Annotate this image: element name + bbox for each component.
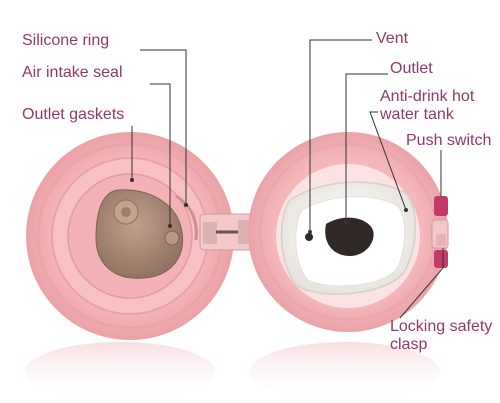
- label-anti-drink-line2: water tank: [380, 106, 454, 123]
- label-locking-safety-clasp: Locking safety clasp: [390, 318, 492, 354]
- label-air-intake-seal: Air intake seal: [22, 64, 123, 81]
- leader-vent: [309, 39, 372, 232]
- leader-anti-drink: [369, 111, 407, 211]
- label-outlet-gaskets: Outlet gaskets: [22, 106, 125, 123]
- outlet-opening: [325, 217, 374, 256]
- label-push-switch: Push switch: [406, 132, 492, 149]
- leader-outlet: [345, 73, 388, 222]
- label-outlet: Outlet: [390, 60, 433, 77]
- label-silicone-ring: Silicone ring: [22, 32, 110, 49]
- left-lid-reflection: [25, 342, 215, 402]
- vent-hole: [305, 233, 313, 241]
- label-locking-line1: Locking safety: [390, 318, 493, 335]
- label-anti-drink-line1: Anti-drink hot: [380, 88, 475, 105]
- leader-locking-clasp: [399, 248, 444, 319]
- label-locking-line2: clasp: [390, 336, 428, 353]
- label-anti-drink-tank: Anti-drink hot water tank: [380, 88, 474, 124]
- silicone-ring: [175, 194, 198, 241]
- leader-air-intake: [150, 83, 171, 226]
- leader-silicone-ring: [140, 49, 187, 205]
- outlet-gasket: [95, 189, 184, 279]
- push-switch: [431, 196, 449, 268]
- right-lid-reflection: [250, 342, 440, 402]
- label-vent: Vent: [376, 30, 409, 47]
